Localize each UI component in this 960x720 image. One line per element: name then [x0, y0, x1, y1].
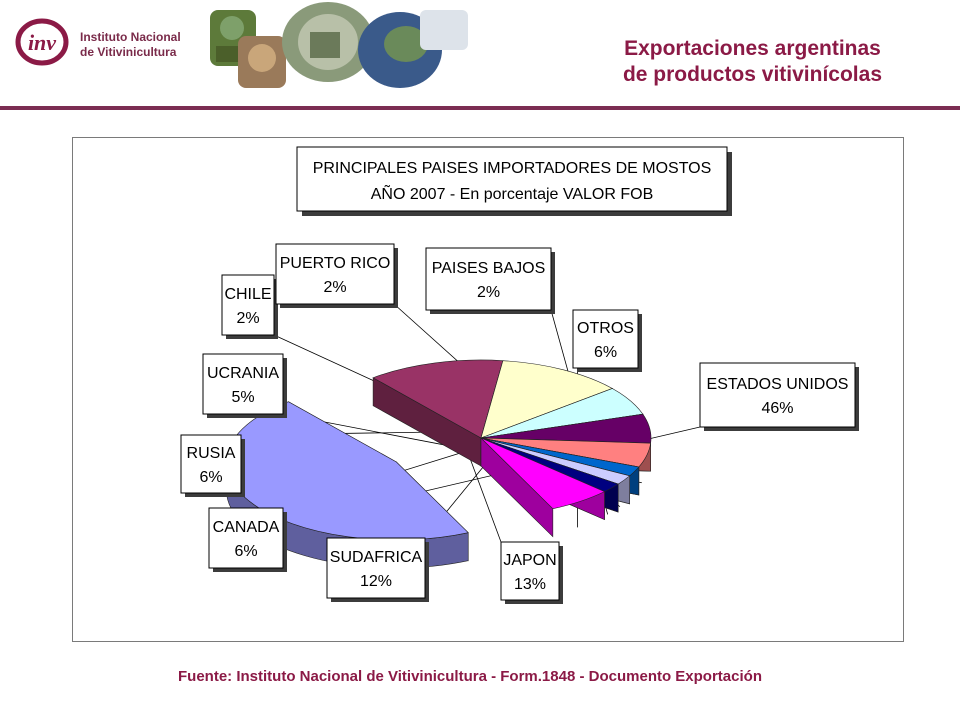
label-box-rusia — [180, 434, 242, 494]
page-title-line2: de productos vitivinícolas — [622, 63, 882, 86]
slice-top-otros — [480, 437, 606, 510]
slice-top-japon — [372, 359, 504, 439]
label-box-japon — [500, 541, 560, 601]
chart-frame: ESTADOS UNIDOS 46% JAPON 13% SUDAFRICA 12% CAN… — [72, 137, 904, 642]
label-box-canada — [208, 507, 284, 569]
label-box-paises-bajos — [425, 247, 552, 311]
label-box-puerto-rico — [275, 243, 395, 305]
label-value-canada: 6% — [234, 543, 257, 560]
label-value-sudafrica: 12% — [360, 573, 392, 590]
label-box-chile — [221, 274, 275, 336]
label-name-chile: CHILE — [224, 286, 271, 303]
label-name-rusia: RUSIA — [187, 445, 236, 462]
label-value-paises-bajos: 2% — [477, 284, 500, 301]
logo-mark-text: inv — [28, 30, 56, 55]
page-title: Exportaciones argentinas de productos vi… — [623, 36, 882, 88]
label-chile: CHILE 2% — [221, 274, 278, 339]
label-value-rusia: 6% — [199, 469, 222, 486]
label-box-estados-unidos — [699, 362, 856, 428]
label-value-estados-unidos: 46% — [761, 400, 793, 417]
label-value-ucrania: 5% — [231, 389, 254, 406]
logo-text-line2: de Vitivinicultura — [80, 45, 177, 59]
chart-title-line2: AÑO 2007 - En porcentaje VALOR FOB — [371, 183, 654, 203]
label-puerto-rico: PUERTO RICO 2% — [275, 243, 398, 308]
label-ucrania: UCRANIA 5% — [202, 353, 287, 418]
slice-top-sudafrica — [480, 360, 614, 439]
logo-text-line1: Instituto Nacional — [80, 30, 181, 44]
label-box-sudafrica — [326, 537, 426, 599]
label-value-otros: 6% — [594, 344, 617, 361]
label-name-canada: CANADA — [213, 519, 280, 536]
label-rusia: RUSIA 6% — [180, 434, 245, 497]
label-name-sudafrica: SUDAFRICA — [330, 549, 423, 566]
page-title-line1: Exportaciones argentinas — [624, 37, 881, 60]
label-box-ucrania — [202, 353, 284, 415]
label-box-otros — [572, 309, 639, 369]
header-divider — [0, 106, 960, 110]
label-otros: OTROS 6% — [572, 309, 642, 372]
label-name-estados-unidos: ESTADOS UNIDOS — [707, 376, 849, 393]
label-name-paises-bajos: PAISES BAJOS — [432, 260, 546, 277]
label-japon: JAPON 13% — [500, 541, 563, 604]
vineyard-photo-collage — [210, 2, 468, 88]
chart-title-box: PRINCIPALES PAISES IMPORTADORES DE MOSTO… — [296, 146, 732, 216]
label-name-japon: JAPON — [503, 552, 556, 569]
label-name-puerto-rico: PUERTO RICO — [280, 255, 391, 272]
source-note: Fuente: Instituto Nacional de Vitivinicu… — [178, 668, 762, 685]
label-paises-bajos: PAISES BAJOS 2% — [425, 247, 555, 314]
label-canada: CANADA 6% — [208, 507, 287, 572]
pie-slices — [226, 359, 652, 569]
label-value-japon: 13% — [514, 576, 546, 593]
inv-logo-icon: inv — [15, 18, 69, 66]
label-estados-unidos: ESTADOS UNIDOS 46% — [699, 362, 859, 431]
label-name-ucrania: UCRANIA — [207, 365, 279, 382]
slice-labels: ESTADOS UNIDOS 46% JAPON 13% SUDAFRICA 12% CAN… — [180, 243, 859, 604]
pie-chart: ESTADOS UNIDOS 46% JAPON 13% SUDAFRICA 12% CAN… — [180, 146, 859, 604]
chart-title-line1: PRINCIPALES PAISES IMPORTADORES DE MOSTO… — [313, 160, 712, 177]
label-sudafrica: SUDAFRICA 12% — [326, 537, 429, 602]
slice-otros — [480, 437, 606, 538]
header: inv Instituto Nacional de Vitivinicultur… — [0, 0, 960, 110]
label-value-chile: 2% — [236, 310, 259, 327]
label-value-puerto-rico: 2% — [323, 279, 346, 296]
label-name-otros: OTROS — [577, 320, 634, 337]
